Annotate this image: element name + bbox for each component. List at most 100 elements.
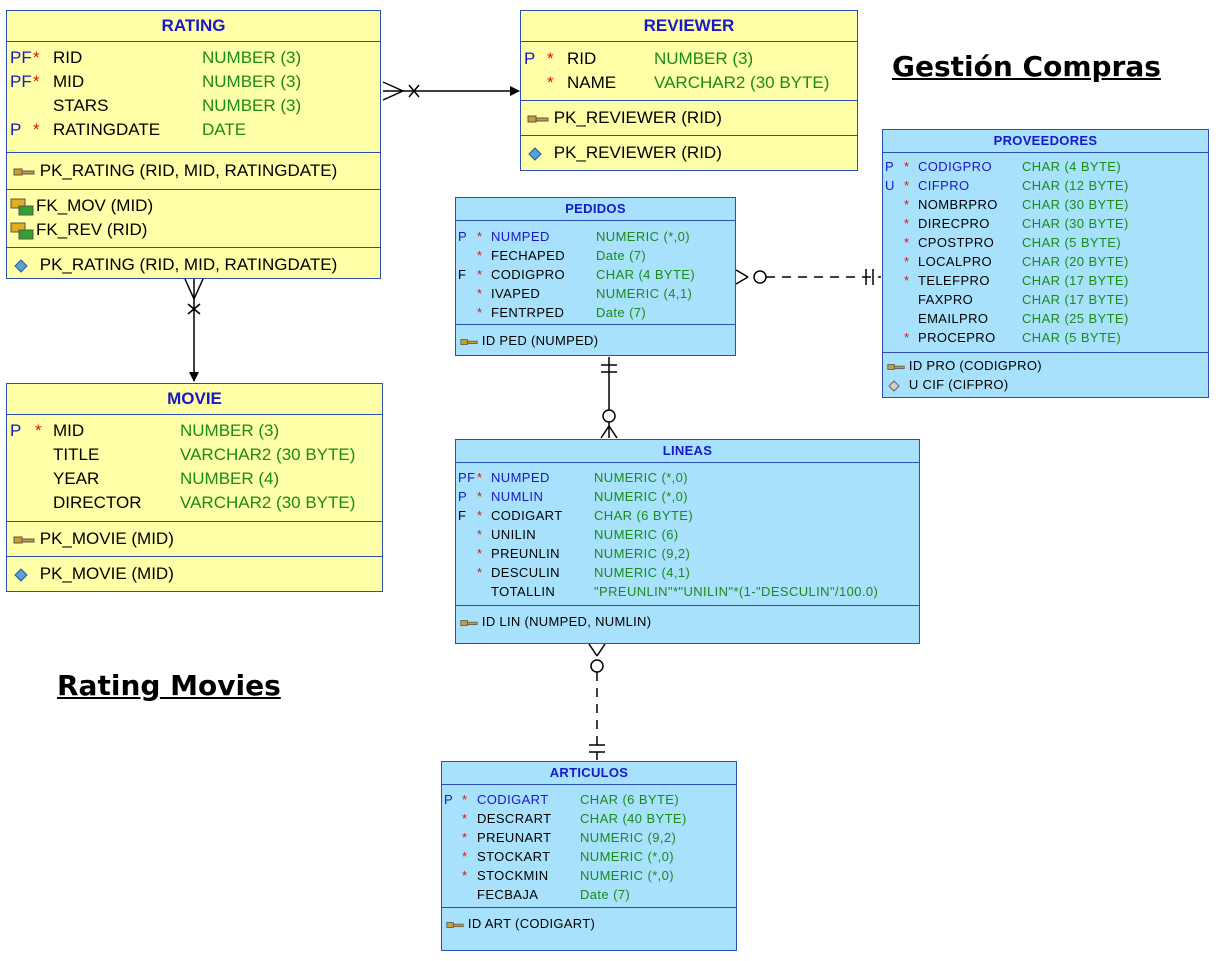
column-row: U * CIFPRO CHAR (12 BYTE) [885, 178, 1129, 193]
pk-row: ID PRO (CODIGPRO) [883, 356, 1208, 375]
index-diamond-icon [528, 146, 542, 161]
index-row: PK_REVIEWER (RID) [521, 140, 857, 166]
column-row: * FECHAPED Date (7) [477, 248, 647, 263]
column-row: EMAILPRO CHAR (25 BYTE) [918, 311, 1129, 326]
table-movie[interactable]: MOVIE P * MID NUMBER (3) TITLE VARCHAR2 … [6, 383, 383, 592]
key-icon [887, 363, 905, 370]
column-row: * NAME VARCHAR2 (30 BYTE) [547, 73, 830, 92]
table-articulos[interactable]: ARTICULOS P * CODIGART CHAR (6 BYTE) * D… [441, 761, 737, 951]
table-lineas[interactable]: LINEAS PF * NUMPED NUMERIC (*,0) P * NUM… [455, 439, 920, 644]
pk-row: ID PED (NUMPED) [456, 331, 735, 350]
relation-lineas-articulos [588, 643, 606, 760]
column-row: * FENTRPED Date (7) [477, 305, 647, 320]
index-row: PK_RATING (RID, MID, RATINGDATE) [7, 252, 380, 278]
pk-row: PK_RATING (RID, MID, RATINGDATE) [7, 158, 380, 184]
fk-row: FK_REV (RID) [7, 218, 380, 242]
column-row: * PREUNLIN NUMERIC (9,2) [477, 546, 691, 561]
column-row: * CPOSTPRO CHAR (5 BYTE) [904, 235, 1122, 250]
column-row: FECBAJA Date (7) [477, 887, 631, 902]
index-section: PK_MOVIE (MID) [7, 557, 382, 591]
column-row: * NOMBRPRO CHAR (30 BYTE) [904, 197, 1129, 212]
fk-row: FK_MOV (MID) [7, 194, 380, 218]
key-icon [13, 536, 35, 544]
column-list: P * CODIGART CHAR (6 BYTE) * DESCRART CH… [442, 785, 736, 908]
column-list: P * MID NUMBER (3) TITLE VARCHAR2 (30 BY… [7, 415, 382, 522]
column-row: F * CODIGART CHAR (6 BYTE) [458, 508, 694, 523]
pk-row: ID ART (CODIGART) [442, 914, 736, 933]
table-pedidos[interactable]: PEDIDOS P * NUMPED NUMERIC (*,0) * FECHA… [455, 197, 736, 356]
pk-section: ID ART (CODIGART) [442, 908, 736, 948]
column-row: * STOCKMIN NUMERIC (*,0) [462, 868, 675, 883]
relation-pedidos-proveedores [735, 269, 881, 285]
pk-section: PK_RATING (RID, MID, RATINGDATE) [7, 153, 380, 190]
column-row: P * CODIGART CHAR (6 BYTE) [444, 792, 680, 807]
column-row: * LOCALPRO CHAR (20 BYTE) [904, 254, 1129, 269]
column-row: P * NUMPED NUMERIC (*,0) [458, 229, 691, 244]
column-row: TITLE VARCHAR2 (30 BYTE) [53, 445, 356, 464]
column-row: PF * NUMPED NUMERIC (*,0) [458, 470, 689, 485]
key-icon [13, 168, 35, 176]
column-row: PF * MID NUMBER (3) [10, 72, 302, 91]
foreign-key-icon [10, 198, 34, 216]
pk-row: PK_REVIEWER (RID) [521, 105, 857, 131]
column-list: P * CODIGPRO CHAR (4 BYTE) U * CIFPRO CH… [883, 153, 1208, 353]
column-list: PF * RID NUMBER (3) PF * MID NUMBER (3) … [7, 42, 380, 153]
index-section: PK_RATING (RID, MID, RATINGDATE) [7, 248, 380, 278]
pk-row: PK_MOVIE (MID) [7, 526, 382, 552]
table-header: RATING [7, 11, 380, 42]
column-row: DIRECTOR VARCHAR2 (30 BYTE) [53, 493, 356, 512]
key-section: ID PRO (CODIGPRO) U CIF (CIFPRO) [883, 353, 1208, 397]
column-row: TOTALLIN "PREUNLIN"*"UNILIN"*(1-"DESCULI… [491, 584, 879, 599]
column-list: P * NUMPED NUMERIC (*,0) * FECHAPED Date… [456, 221, 735, 325]
column-row: P * MID NUMBER (3) [10, 421, 280, 440]
column-row: * IVAPED NUMERIC (4,1) [477, 286, 693, 301]
title-rating-movies: Rating Movies [57, 669, 281, 702]
pk-section: PK_MOVIE (MID) [7, 522, 382, 557]
fk-section: FK_MOV (MID) FK_REV (RID) [7, 190, 380, 248]
index-diamond-icon [14, 258, 28, 273]
relation-rating-movie [184, 278, 204, 382]
index-diamond-icon [14, 567, 28, 582]
column-row: F * CODIGPRO CHAR (4 BYTE) [458, 267, 696, 282]
column-row: P * RID NUMBER (3) [524, 49, 754, 68]
column-row: * PROCEPRO CHAR (5 BYTE) [904, 330, 1122, 345]
table-header: REVIEWER [521, 11, 857, 42]
table-header: PEDIDOS [456, 198, 735, 221]
unique-diamond-icon [888, 379, 900, 392]
table-reviewer[interactable]: REVIEWER P * RID NUMBER (3) * NAME VARCH… [520, 10, 858, 171]
key-icon [460, 338, 478, 345]
foreign-key-icon [10, 222, 34, 240]
column-row: P * CODIGPRO CHAR (4 BYTE) [885, 159, 1122, 174]
column-row: * DESCRART CHAR (40 BYTE) [462, 811, 687, 826]
relation-rating-reviewer [382, 81, 520, 101]
column-row: * UNILIN NUMERIC (6) [477, 527, 679, 542]
pk-row: ID LIN (NUMPED, NUMLIN) [456, 612, 919, 631]
column-row: YEAR NUMBER (4) [53, 469, 280, 488]
pk-section: ID LIN (NUMPED, NUMLIN) [456, 606, 919, 642]
column-row: FAXPRO CHAR (17 BYTE) [918, 292, 1129, 307]
relation-pedidos-lineas [600, 357, 618, 439]
column-row: * STOCKART NUMERIC (*,0) [462, 849, 675, 864]
column-row: P * RATINGDATE DATE [10, 120, 247, 139]
unique-key-row: U CIF (CIFPRO) [883, 375, 1208, 394]
title-gestion-compras: Gestión Compras [892, 50, 1161, 83]
index-section: PK_REVIEWER (RID) [521, 136, 857, 170]
column-row: * TELEFPRO CHAR (17 BYTE) [904, 273, 1129, 288]
column-list: P * RID NUMBER (3) * NAME VARCHAR2 (30 B… [521, 42, 857, 101]
table-header: LINEAS [456, 440, 919, 463]
table-rating[interactable]: RATING PF * RID NUMBER (3) PF * MID NUMB… [6, 10, 381, 279]
column-list: PF * NUMPED NUMERIC (*,0) P * NUMLIN NUM… [456, 463, 919, 606]
column-row: PF * RID NUMBER (3) [10, 48, 302, 67]
table-header: MOVIE [7, 384, 382, 415]
column-row: STARS NUMBER (3) [53, 96, 302, 115]
column-row: * PREUNART NUMERIC (9,2) [462, 830, 677, 845]
table-header: ARTICULOS [442, 762, 736, 785]
column-row: * DIRECPRO CHAR (30 BYTE) [904, 216, 1129, 231]
column-row: * DESCULIN NUMERIC (4,1) [477, 565, 691, 580]
key-icon [460, 619, 478, 626]
column-row: P * NUMLIN NUMERIC (*,0) [458, 489, 689, 504]
key-icon [446, 921, 464, 928]
index-row: PK_MOVIE (MID) [7, 561, 382, 587]
table-proveedores[interactable]: PROVEEDORES P * CODIGPRO CHAR (4 BYTE) U… [882, 129, 1209, 398]
table-header: PROVEEDORES [883, 130, 1208, 153]
